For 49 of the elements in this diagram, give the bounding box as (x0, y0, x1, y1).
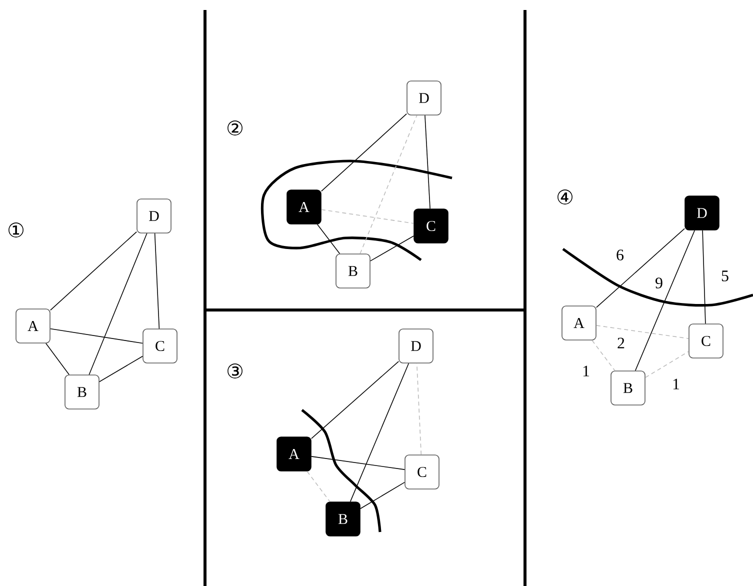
edge-line (596, 325, 689, 339)
edge-label: 5 (720, 270, 730, 282)
vertex-box: A (16, 308, 50, 344)
edge-line (311, 361, 399, 439)
edge-line (350, 363, 410, 502)
edge-line (316, 224, 340, 254)
edge-line (321, 209, 414, 224)
edge-line (634, 230, 696, 371)
panel-number: ④ (558, 190, 572, 204)
edge-line (50, 328, 143, 344)
edge-line (50, 231, 137, 311)
vertex-box: A (276, 436, 312, 472)
edge-line (360, 115, 418, 254)
vertex-box: B (326, 502, 360, 536)
edge-line (370, 236, 414, 262)
vertex-box: A (562, 306, 596, 340)
vertex-box: D (684, 196, 720, 230)
edge-line (88, 233, 148, 375)
edge-line (46, 343, 70, 375)
vertex-box: C (688, 324, 724, 358)
vertex-box: B (610, 370, 646, 406)
edge-line (596, 228, 685, 308)
edge-line (592, 340, 616, 371)
edge-line (645, 351, 689, 378)
edge-label: 1 (581, 364, 591, 378)
panel-number: ② (228, 120, 242, 136)
panel-number: ③ (228, 364, 242, 378)
panel-number: ① (8, 222, 24, 238)
edge-line (424, 115, 430, 209)
vertex-box: C (414, 208, 448, 244)
edge-line (99, 356, 143, 382)
edge-line (154, 233, 160, 329)
vertex-box: B (64, 374, 100, 410)
vertex-box: C (404, 454, 440, 490)
edge-line (321, 113, 407, 192)
edge-line (306, 471, 330, 502)
vertex-box: A (286, 190, 322, 224)
vertex-box: D (398, 328, 434, 364)
edge-label: 2 (616, 336, 626, 350)
edge-line (311, 456, 405, 470)
edge-label: 6 (615, 248, 625, 262)
vertex-box: D (406, 80, 442, 116)
edge-line (702, 230, 706, 324)
vertex-box: B (336, 254, 370, 288)
vertex-box: C (142, 328, 178, 364)
edge-label: 9 (654, 276, 664, 290)
vertex-box: D (136, 198, 172, 234)
edge-label: 1 (671, 378, 681, 390)
edge-line (360, 482, 405, 510)
